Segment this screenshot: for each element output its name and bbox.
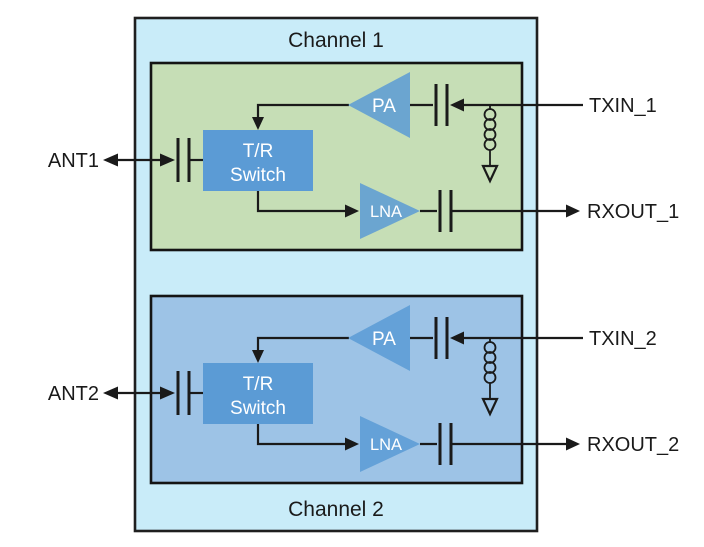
pa-label: PA [372, 96, 396, 117]
arrow-left-icon [103, 386, 118, 400]
tr-switch-label-line1: T/R [243, 141, 274, 162]
tx-capacitor-icon [434, 317, 449, 359]
lna-amplifier-icon [360, 416, 420, 472]
arrow-right-icon [566, 437, 580, 451]
inductor-icon [483, 338, 497, 399]
arrow-left-icon [450, 331, 464, 345]
switch-to-lna-wire [256, 191, 345, 213]
pa-amplifier-icon [348, 305, 410, 371]
arrow-right-icon [160, 153, 175, 167]
arrow-right-icon [566, 204, 580, 218]
lna-label: LNA [370, 203, 402, 221]
switch-to-lna-wire [256, 424, 345, 446]
txin-label: TXIN_2 [589, 328, 657, 350]
ground-icon [481, 397, 499, 417]
channel-1-block: ANT1 T/R Switch PA TXIN_1 [48, 61, 679, 252]
arrow-right-icon [345, 437, 359, 451]
arrow-left-icon [450, 98, 464, 112]
ant-label: ANT1 [48, 150, 99, 172]
inductor-icon [483, 105, 497, 166]
arrow-left-icon [103, 153, 118, 167]
tr-switch-block [203, 130, 313, 191]
lna-label: LNA [370, 436, 402, 454]
tr-switch-label-line2: Switch [230, 165, 286, 186]
rxout-label: RXOUT_2 [587, 434, 679, 456]
tr-switch-label-line2: Switch [230, 398, 286, 419]
tr-switch-block [203, 363, 313, 424]
rxout-label: RXOUT_1 [587, 201, 679, 223]
arrow-down-icon [252, 117, 264, 130]
lna-amplifier-icon [360, 183, 420, 239]
tr-switch-label-line1: T/R [243, 374, 274, 395]
arrow-down-icon [252, 350, 264, 363]
tx-capacitor-icon [434, 84, 449, 126]
ground-icon [481, 164, 499, 184]
pa-label: PA [372, 329, 396, 350]
channel-2-title: Channel 2 [288, 498, 384, 521]
channel-2-block: ANT2 T/R Switch PA TXIN_2 [48, 294, 679, 485]
arrow-right-icon [345, 204, 359, 218]
arrow-right-icon [160, 386, 175, 400]
ant-label: ANT2 [48, 383, 99, 405]
pa-amplifier-icon [348, 72, 410, 138]
txin-label: TXIN_1 [589, 95, 657, 117]
channel-1-title: Channel 1 [288, 29, 384, 52]
